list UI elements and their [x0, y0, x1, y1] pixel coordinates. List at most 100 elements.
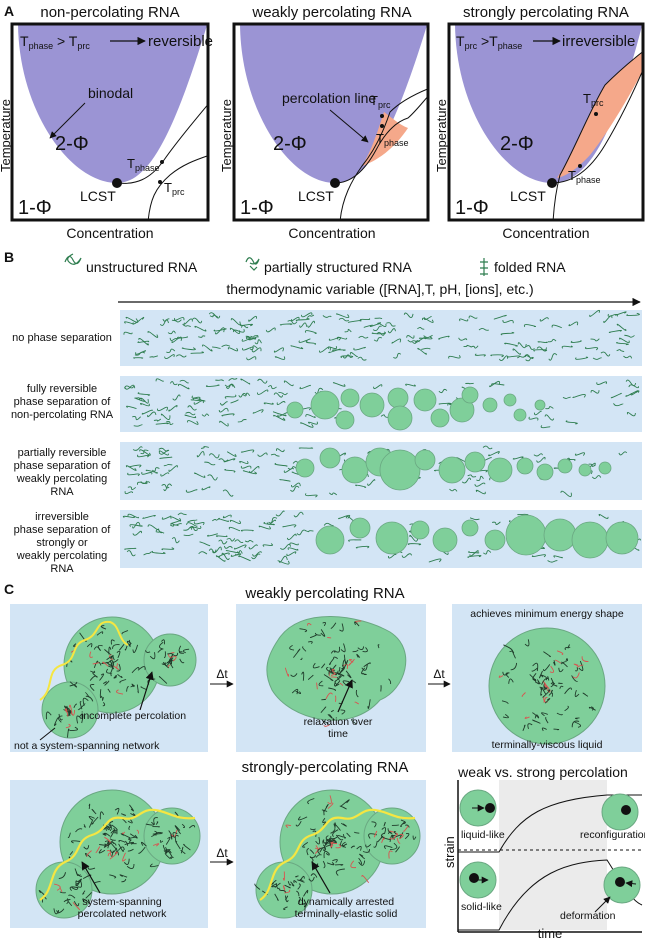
plot2-frame [232, 22, 430, 222]
network-strand [302, 902, 306, 912]
rna-strand [474, 482, 486, 487]
network-strand [285, 895, 289, 903]
rna-strand [238, 392, 247, 398]
rna-strand [531, 554, 546, 558]
droplet [286, 401, 304, 419]
network-strand [111, 657, 119, 663]
rna-strand [244, 539, 254, 543]
solid-return-arrow [625, 880, 637, 888]
network-strand [82, 697, 89, 706]
rna-strand [164, 354, 175, 360]
rna-strand [127, 513, 139, 519]
plot1-tprc: Tprc [164, 180, 185, 197]
rna-strand [136, 480, 148, 485]
network-strand [171, 829, 178, 837]
network-strand [167, 653, 174, 657]
rna-strand [289, 542, 299, 546]
rna-strand [544, 414, 555, 421]
droplet [464, 451, 486, 473]
weak-not-spanning-label: not a system-spanning network [14, 740, 160, 752]
network-strand [69, 681, 78, 688]
network-strand [159, 839, 164, 843]
network-strand [335, 834, 344, 841]
rna-strand [207, 474, 218, 481]
network-strand [532, 662, 539, 672]
network-strand [300, 875, 305, 881]
rna-strand [308, 421, 318, 425]
network-strand [340, 799, 350, 807]
network-strand [308, 641, 313, 644]
rna-strand [169, 381, 178, 386]
rna-strand [240, 529, 254, 532]
network-strand [69, 886, 79, 891]
rna-strand [545, 406, 554, 410]
rna-strand [122, 515, 135, 518]
rna-strand [175, 354, 187, 358]
rna-strand [600, 351, 611, 357]
legend-folded: folded RNA [494, 259, 566, 275]
rna-strand [401, 553, 413, 558]
weak-yellow-path [39, 620, 129, 701]
network-strand [396, 837, 401, 844]
rna-strand [517, 342, 527, 349]
strong-yellow-path-1 [39, 808, 196, 901]
droplet [414, 449, 436, 471]
network-strand [129, 839, 137, 845]
network-strand [121, 813, 126, 816]
network-strand [102, 701, 106, 707]
rna-strand [355, 545, 370, 549]
rna-strand [140, 402, 150, 407]
rna-strand [475, 489, 486, 495]
rna-strand [135, 397, 146, 402]
network-strand [59, 891, 66, 894]
network-strand [303, 889, 309, 897]
legend: unstructured RNA partially structured RN… [64, 253, 566, 276]
rna-strand [461, 477, 472, 484]
rna-strand [616, 323, 627, 331]
network-strand [588, 706, 596, 711]
plot2-title: weakly percolating RNA [251, 4, 411, 21]
plot1-lcst: LCST [80, 188, 116, 204]
droplet [578, 463, 592, 477]
network-strand [325, 853, 330, 856]
droplet [319, 447, 341, 469]
network-strand [310, 873, 318, 878]
network-strand [367, 699, 371, 709]
rna-strand [171, 319, 182, 323]
network-strand [107, 852, 112, 857]
rna-strand [162, 318, 170, 322]
network-strand [123, 858, 130, 865]
rna-strand [199, 541, 211, 547]
network-strand [115, 850, 120, 856]
network-strand [103, 681, 108, 684]
network-strand [334, 682, 340, 687]
network-strand [110, 664, 114, 670]
percolation-region-3 [557, 52, 643, 178]
droplet [503, 393, 517, 407]
rna-strand [307, 320, 315, 328]
network-strand [362, 848, 370, 853]
network-strand [168, 651, 175, 659]
rna-strand [217, 518, 229, 522]
network-strand [165, 849, 172, 854]
rna-strand [263, 522, 275, 526]
network-strand [338, 667, 345, 675]
network-strand [110, 639, 115, 645]
rna-strand [493, 314, 507, 320]
rna-strand [287, 320, 298, 325]
rna-strand [136, 454, 150, 458]
rna-strand [547, 560, 558, 563]
rna-strand [227, 451, 237, 457]
rna-strand [170, 520, 182, 525]
rna-strand [179, 379, 189, 384]
rna-strand [228, 526, 241, 532]
network-strand [113, 675, 117, 679]
network-strand [581, 656, 589, 663]
rna-strand [138, 337, 149, 346]
network-strand [291, 688, 299, 695]
network-strand [293, 648, 301, 658]
network-strand [359, 853, 365, 860]
rna-strand [353, 346, 366, 351]
network-strand [339, 623, 344, 632]
